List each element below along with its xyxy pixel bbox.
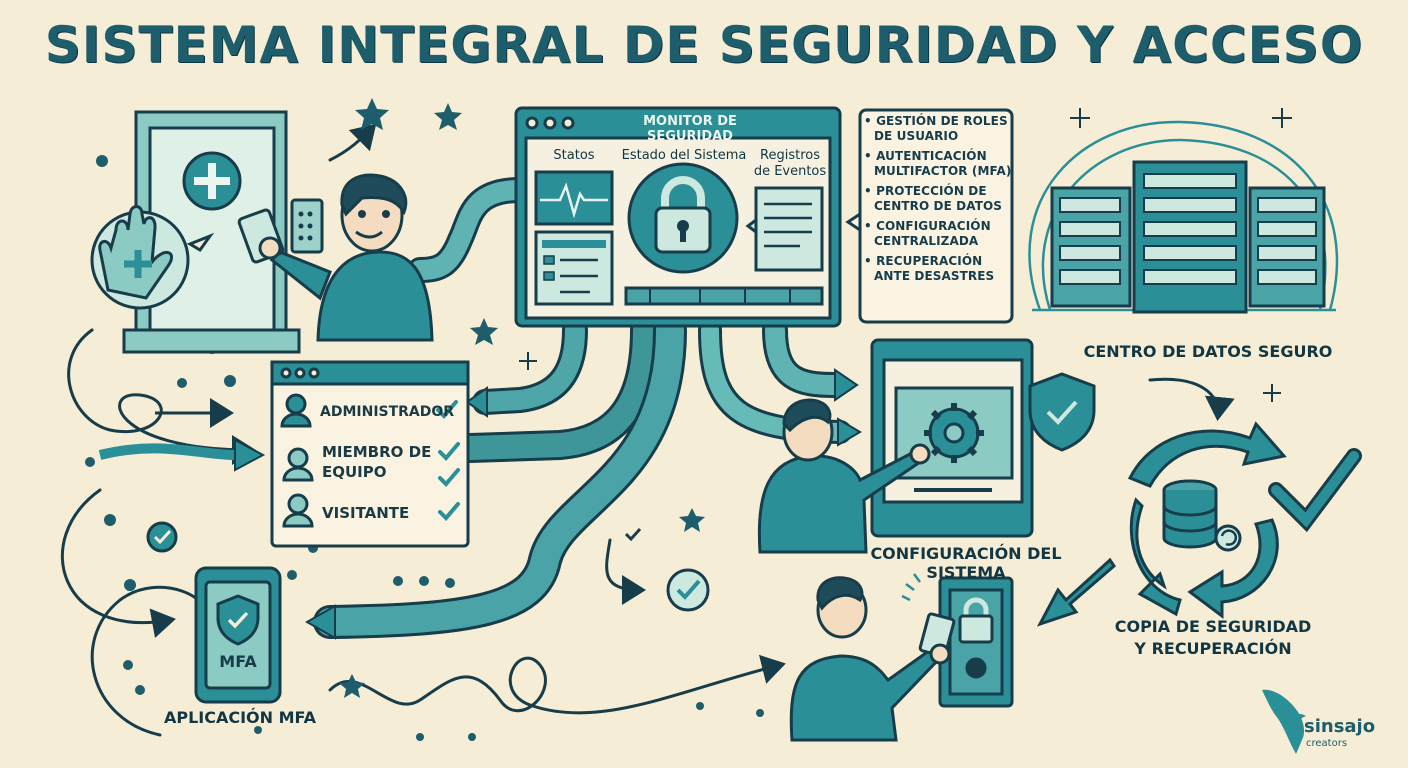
role-visitante: VISITANTE: [322, 504, 410, 522]
datacenter-label: CENTRO DE DATOS SEGURO: [1083, 342, 1333, 361]
mfa-app-label: APLICACIÓN MFA: [163, 708, 317, 727]
monitor-col-logs: Registros de Eventos: [753, 148, 827, 179]
feature-item: RECUPERACIÓN ANTE DESASTRES: [864, 254, 1012, 284]
role-miembro-de-equipo: MIEMBRO DE EQUIPO: [322, 443, 432, 481]
monitor-col-status: Estado del Sistema: [621, 148, 747, 163]
feature-item: GESTIÓN DE ROLES DE USUARIO: [864, 114, 1012, 144]
brand-name: sinsajo: [1304, 716, 1376, 737]
role-administrador: ADMINISTRADOR: [320, 404, 455, 420]
monitor-col-stats: Statos: [553, 148, 595, 163]
feature-item: AUTENTICACIÓN MULTIFACTOR (MFA): [864, 149, 1012, 179]
brand-sub: creators: [1306, 738, 1348, 749]
config-label: CONFIGURACIÓN DEL SISTEMA: [870, 544, 1062, 582]
feature-item: CONFIGURACIÓN CENTRALIZADA: [864, 219, 1012, 249]
backup-label: COPIA DE SEGURIDAD Y RECUPERACIÓN: [1114, 617, 1312, 658]
feature-list: GESTIÓN DE ROLES DE USUARIO AUTENTICACIÓ…: [864, 114, 1012, 289]
feature-item: PROTECCIÓN DE CENTRO DE DATOS: [864, 184, 1012, 214]
page-title: SISTEMA INTEGRAL DE SEGURIDAD Y ACCESO: [44, 16, 1364, 74]
mfa-screen-label: MFA: [219, 652, 257, 671]
monitor-header: MONITOR DE SEGURIDAD: [643, 114, 737, 144]
